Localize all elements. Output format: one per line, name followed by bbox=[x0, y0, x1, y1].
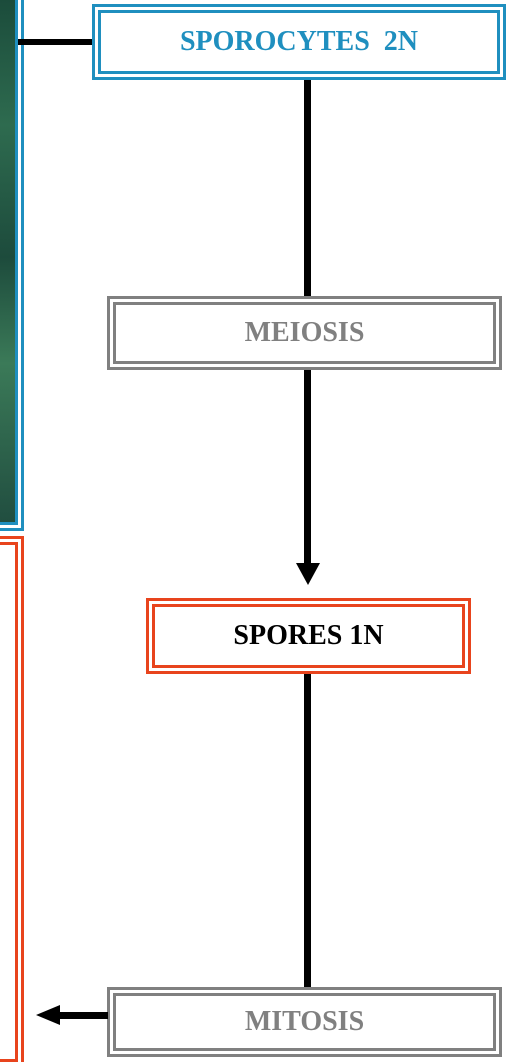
connector-mitosis-to-panel bbox=[58, 1012, 108, 1019]
connector-sporocytes-meiosis bbox=[304, 80, 311, 298]
gametophyte-panel bbox=[0, 542, 18, 1062]
connector-panel-to-sporocytes bbox=[18, 39, 98, 45]
connector-meiosis-spores bbox=[304, 370, 311, 564]
arrow-down-icon bbox=[296, 563, 320, 585]
sporocytes-node: SPOROCYTES 2N bbox=[98, 10, 500, 74]
mitosis-node: MITOSIS bbox=[113, 993, 496, 1051]
meiosis-label: MEIOSIS bbox=[245, 317, 365, 349]
sporophyte-image-panel bbox=[0, 0, 18, 525]
spores-label: SPORES 1N bbox=[233, 620, 383, 652]
meiosis-node: MEIOSIS bbox=[113, 302, 496, 364]
connector-spores-mitosis bbox=[304, 674, 311, 995]
spores-node: SPORES 1N bbox=[152, 604, 465, 668]
arrow-left-icon bbox=[36, 1005, 60, 1025]
sporocytes-label: SPOROCYTES 2N bbox=[180, 26, 418, 58]
mitosis-label: MITOSIS bbox=[245, 1006, 364, 1038]
